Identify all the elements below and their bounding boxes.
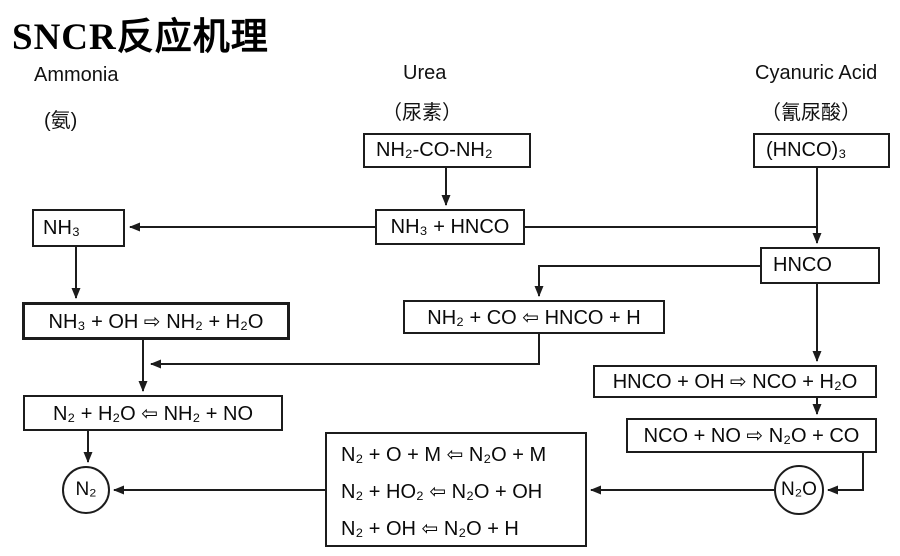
- arrow-ncono-to-n2o: [827, 453, 864, 495]
- reaction-line-1: N₂ + O + M ⇦ N₂O + M: [341, 444, 547, 466]
- column-label-cyanuric-acid: Cyanuric Acid: [755, 62, 878, 84]
- node-nh3-oh-reaction: NH₃ + OH ⇨ NH₂ + H₂O: [22, 302, 290, 340]
- node-cyanuric-formula: (HNCO)₃: [753, 133, 890, 168]
- node-n2-circle: N₂: [62, 466, 110, 514]
- node-nh3-hnco: NH₃ + HNCO: [375, 209, 525, 245]
- column-label-urea-zh: （尿素）: [382, 102, 462, 124]
- reaction-line-3: N₂ + OH ⇦ N₂O + H: [341, 518, 519, 540]
- arrow-hnco-to-nh2co: [534, 265, 760, 297]
- node-hnco: HNCO: [760, 247, 880, 284]
- node-n2-h2o-reaction: N₂ + H₂O ⇦ NH₂ + NO: [23, 395, 283, 431]
- node-nh3: NH₃: [32, 209, 125, 247]
- node-nco-no-reaction: NCO + NO ⇨ N₂O + CO: [626, 418, 877, 453]
- reaction-line-2: N₂ + HO₂ ⇦ N₂O + OH: [341, 481, 543, 503]
- diagram-title: SNCR反应机理: [12, 17, 269, 58]
- node-urea-formula: NH₂-CO-NH₂: [363, 133, 531, 168]
- arrow-nh2co-to-left-branch: [150, 334, 540, 369]
- column-label-urea: Urea: [403, 62, 447, 84]
- node-n2o-circle: N₂O: [774, 465, 824, 515]
- column-label-ammonia: Ammonia: [34, 64, 119, 86]
- node-nh2-co-reaction: NH₂ + CO ⇦ HNCO + H: [403, 300, 665, 334]
- node-hnco-oh-reaction: HNCO + OH ⇨ NCO + H₂O: [593, 365, 877, 398]
- column-label-cyanuric-acid-zh: （氰尿酸）: [761, 102, 861, 124]
- node-n2o-decomposition-reactions: N₂ + O + M ⇦ N₂O + M N₂ + HO₂ ⇦ N₂O + OH…: [325, 432, 587, 547]
- column-label-ammonia-zh: (氨): [44, 110, 78, 132]
